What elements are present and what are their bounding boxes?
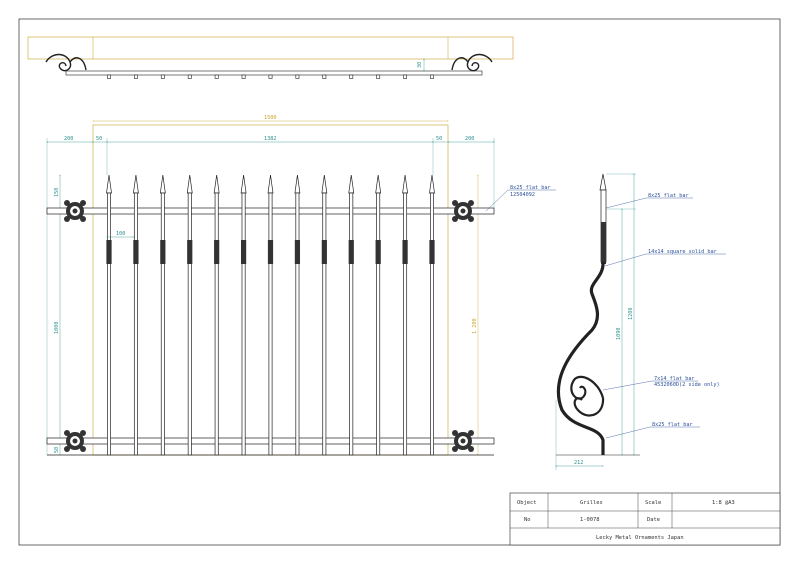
- picket-twist: [160, 240, 166, 264]
- tb-company: Lecky Metal Ornaments Japan: [596, 535, 684, 541]
- picket-twist: [348, 240, 354, 264]
- rosette-top-right: [452, 200, 474, 222]
- side-main-curve: [556, 261, 605, 455]
- rosette-bottom-left: [64, 430, 86, 452]
- top-view-post: [268, 74, 273, 79]
- side-leader-2: [604, 253, 647, 267]
- side-inner-scroll: [570, 375, 605, 417]
- picket: [133, 174, 139, 456]
- picket: [106, 174, 112, 456]
- picket: [267, 174, 274, 456]
- dim-200-left-label: 200: [64, 136, 73, 142]
- rosette-bottom-right: [452, 430, 474, 452]
- picket: [186, 174, 193, 456]
- picket-twist: [133, 240, 139, 264]
- picket-twist: [106, 240, 112, 264]
- picket-twist: [321, 240, 327, 264]
- picket-twist: [214, 240, 220, 264]
- side-note-flatbar-mid-1: 7x14 flat bar: [654, 376, 695, 382]
- tb-scale-value: 1:8 @A3: [712, 500, 735, 506]
- side-twist: [601, 222, 606, 264]
- picket: [294, 174, 301, 456]
- top-view-rail: [65, 70, 483, 76]
- side-spear-tip: [599, 173, 607, 191]
- top-view: 30: [27, 36, 514, 79]
- tb-object-label: Object: [517, 500, 536, 506]
- note-flatbar-front-2: 12504092: [510, 192, 535, 198]
- dim-1200-right-label: 1 200: [472, 318, 478, 334]
- picket: [348, 174, 355, 456]
- tb-scale-label: Scale: [645, 500, 661, 506]
- dim-50-bottom-label: 50: [54, 447, 60, 453]
- top-view-wall: [27, 36, 514, 60]
- side-note-square-bar: 14x14 square solid bar: [648, 249, 717, 255]
- picket-twist: [240, 240, 247, 264]
- side-dim-1090-label: 1090: [616, 328, 622, 341]
- dim-200-right-label: 200: [465, 136, 474, 142]
- top-view-post: [430, 74, 434, 79]
- side-dim-212-label: 212: [574, 460, 583, 466]
- title-block-frame: [509, 492, 781, 546]
- dim-30-label: 30: [417, 62, 423, 68]
- top-view-post: [403, 74, 407, 79]
- picket-twist: [187, 240, 193, 264]
- front-view-pickets: [106, 174, 435, 456]
- side-leader-3: [602, 380, 653, 391]
- top-view-post: [295, 74, 300, 79]
- picket-twist: [429, 240, 435, 264]
- leader-flatbar-front: [485, 189, 509, 212]
- top-view-post: [241, 74, 246, 79]
- top-view-post: [134, 74, 138, 79]
- title-block: Object Grilles Scale 1:8 @A3 No 1-0078 D…: [509, 492, 781, 546]
- picket-twist: [267, 240, 274, 264]
- side-note-flatbar-top: 8x25 flat bar: [648, 193, 689, 199]
- picket: [429, 174, 435, 456]
- dim-1000-label: 1000: [54, 322, 60, 335]
- rosette-top-left: [64, 200, 86, 222]
- picket: [402, 174, 408, 456]
- picket: [240, 174, 247, 456]
- top-view-post: [187, 74, 192, 79]
- picket: [213, 174, 220, 456]
- tb-object-value: Grilles: [580, 500, 603, 506]
- picket: [375, 174, 382, 456]
- top-view-post: [107, 74, 111, 79]
- dim-100-label: 100: [116, 231, 125, 237]
- top-view-post: [214, 74, 219, 79]
- top-view-post: [160, 74, 165, 79]
- side-leader-4: [605, 426, 651, 439]
- picket-twist: [402, 240, 408, 264]
- dim-50-left-label: 50: [96, 136, 102, 142]
- front-view: 1500 200 50 1382 50 200 150 1000 50 1 20…: [46, 115, 556, 456]
- dim-1382-label: 1382: [264, 136, 277, 142]
- side-dim-1200-label: 1200: [628, 308, 634, 321]
- side-note-flatbar-bottom: 8x25 flat bar: [652, 422, 693, 428]
- side-note-flatbar-mid-2: 4532060D(2 side only): [654, 382, 720, 388]
- top-view-post: [376, 74, 381, 79]
- tb-no-label: No: [524, 517, 531, 523]
- picket-twist: [294, 240, 301, 264]
- picket: [321, 174, 328, 456]
- top-view-post: [349, 74, 354, 79]
- dim-150-label: 150: [54, 188, 60, 197]
- sheet-border: [18, 18, 781, 546]
- top-view-scroll-right: [451, 53, 493, 72]
- side-view: 1090 1200 212 8x25 flat bar 14x14 square…: [555, 173, 726, 470]
- top-view-scroll-left: [45, 53, 87, 72]
- side-leader-1: [605, 197, 647, 209]
- note-flatbar-front-1: 8x25 flat bar: [510, 185, 551, 191]
- top-view-post: [322, 74, 327, 79]
- picket: [159, 174, 166, 456]
- top-view-posts: [107, 74, 434, 79]
- picket-twist: [375, 240, 381, 264]
- dim-1500-label: 1500: [264, 115, 277, 121]
- tb-no-value: 1-0078: [580, 517, 599, 523]
- dim-50-right-label: 50: [436, 136, 442, 142]
- tb-date-label: Date: [647, 517, 660, 523]
